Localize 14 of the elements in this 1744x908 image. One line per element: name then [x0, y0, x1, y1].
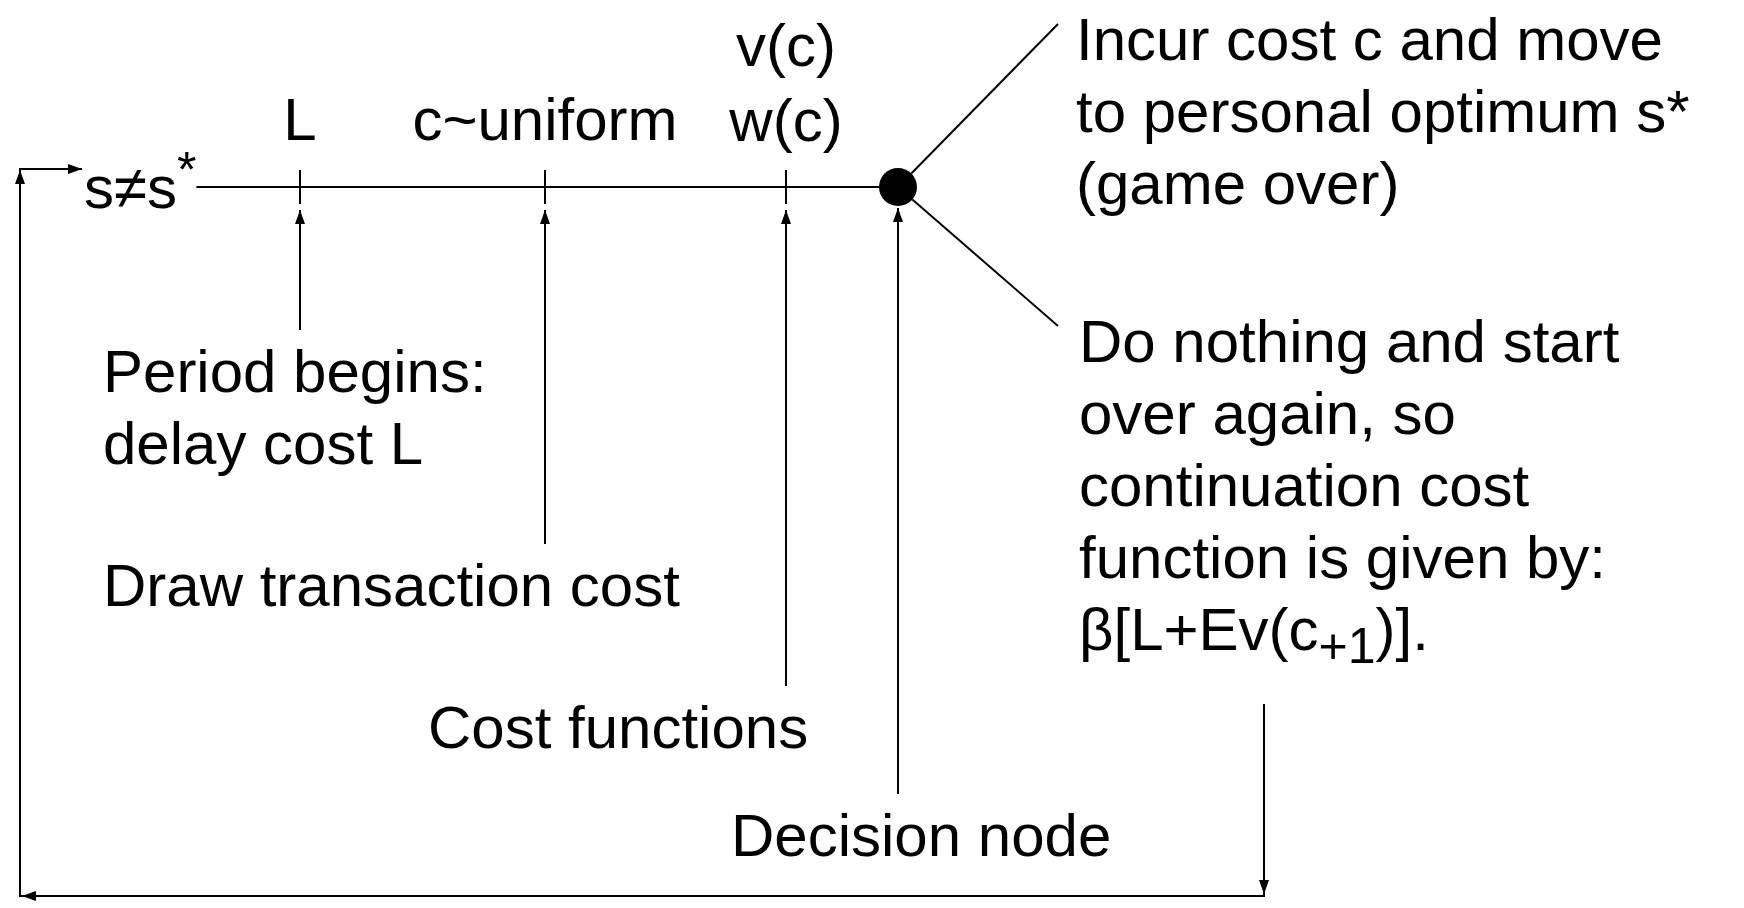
tick-mark [299, 170, 301, 204]
text-label: s≠s$^{*}$ [84, 140, 197, 224]
text-label: Cost functions [428, 692, 809, 764]
text-label: Draw transaction cost [103, 550, 680, 622]
tick-mark [785, 170, 787, 204]
text-label: Do nothing and start over again, so continuation cost function is given by: β[L+Ev(c$_{+1}$)]. [1058, 306, 1718, 676]
text-label: Period begins: delay cost L [103, 336, 573, 480]
tick-label: v(c) w(c) [728, 11, 844, 156]
decision-dot [879, 168, 917, 206]
tick-label: c~uniform [412, 85, 678, 155]
text-label: Decision node [731, 800, 1112, 872]
tick-label: L [283, 85, 317, 155]
tick-mark [544, 170, 546, 204]
text-label: Incur cost c and move to personal optimum s* (game over) [1058, 4, 1718, 220]
